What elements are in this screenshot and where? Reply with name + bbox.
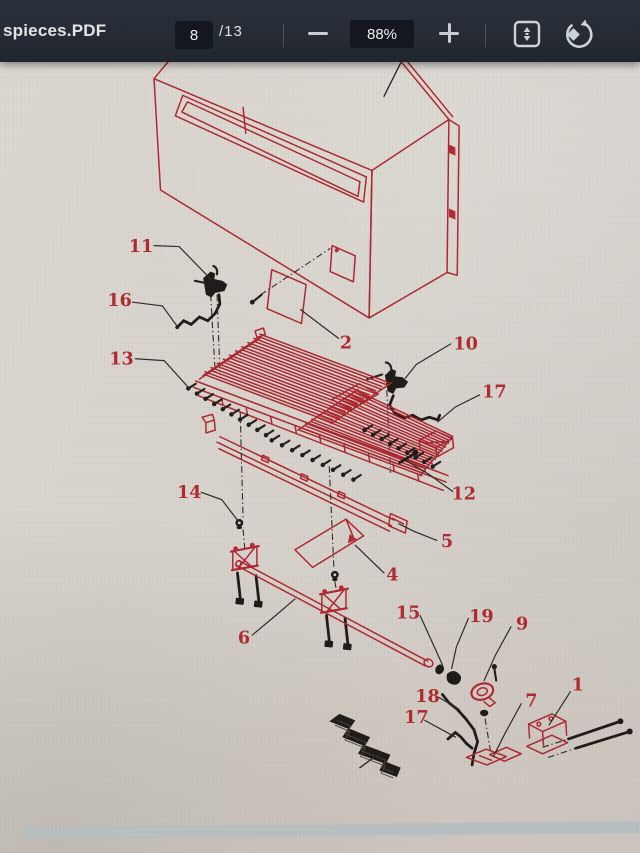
pdf-toolbar: spieces.PDF 8 / 13 88% [0, 0, 640, 62]
part-label-1: 1 [572, 675, 584, 696]
part-label-14: 14 [177, 482, 202, 503]
plus-icon [439, 23, 459, 43]
part-label-11: 11 [129, 236, 154, 257]
bent-plate-4 [294, 518, 365, 569]
part-label-7: 7 [525, 690, 537, 711]
rotate-page-icon [566, 19, 593, 48]
part-label-13: 13 [109, 348, 134, 369]
toolbar-divider-2 [485, 24, 486, 47]
part-label-15: 15 [396, 602, 421, 623]
cabinet-outline [153, 62, 460, 325]
zoom-in-button[interactable] [435, 19, 463, 47]
part-label-19: 19 [469, 606, 494, 627]
callout-leaders [132, 245, 571, 758]
minus-icon [308, 31, 328, 35]
part-label-6: 6 [238, 627, 250, 648]
fit-to-page-icon [513, 20, 541, 48]
centerlines-and-feet [229, 412, 352, 651]
heatsink-details [254, 327, 455, 464]
page-count-label: / 13 [219, 22, 243, 40]
zoom-out-button[interactable] [304, 19, 332, 47]
sensor-bracket-11 [175, 264, 228, 372]
part-label-17: 17 [482, 382, 507, 403]
part-label-5: 5 [441, 531, 453, 552]
bottom-hardware [329, 693, 633, 779]
screw-rows [186, 382, 442, 482]
part-label-12: 12 [451, 484, 476, 505]
part-label-16: 16 [107, 290, 132, 311]
part-label-10: 10 [453, 333, 478, 354]
rotate-page-button[interactable] [562, 19, 594, 49]
filename-label: spieces.PDF [3, 21, 107, 40]
mounting-rail-5 [201, 413, 408, 534]
page-number-input[interactable]: 8 [175, 21, 213, 49]
part-label-18: 18 [415, 686, 440, 707]
part-label-17: 17 [404, 707, 429, 728]
part-label-4: 4 [386, 564, 398, 585]
tube-assembly-6 [235, 559, 498, 753]
page-number-value: 8 [189, 26, 199, 44]
part-label-2: 2 [340, 333, 352, 354]
part-label-9: 9 [516, 614, 528, 635]
zoom-level-field[interactable]: 88% [350, 20, 414, 48]
fit-to-page-button[interactable] [511, 19, 543, 49]
pdf-page [0, 62, 640, 853]
zoom-level-value: 88% [366, 25, 398, 43]
toolbar-divider [283, 24, 284, 47]
